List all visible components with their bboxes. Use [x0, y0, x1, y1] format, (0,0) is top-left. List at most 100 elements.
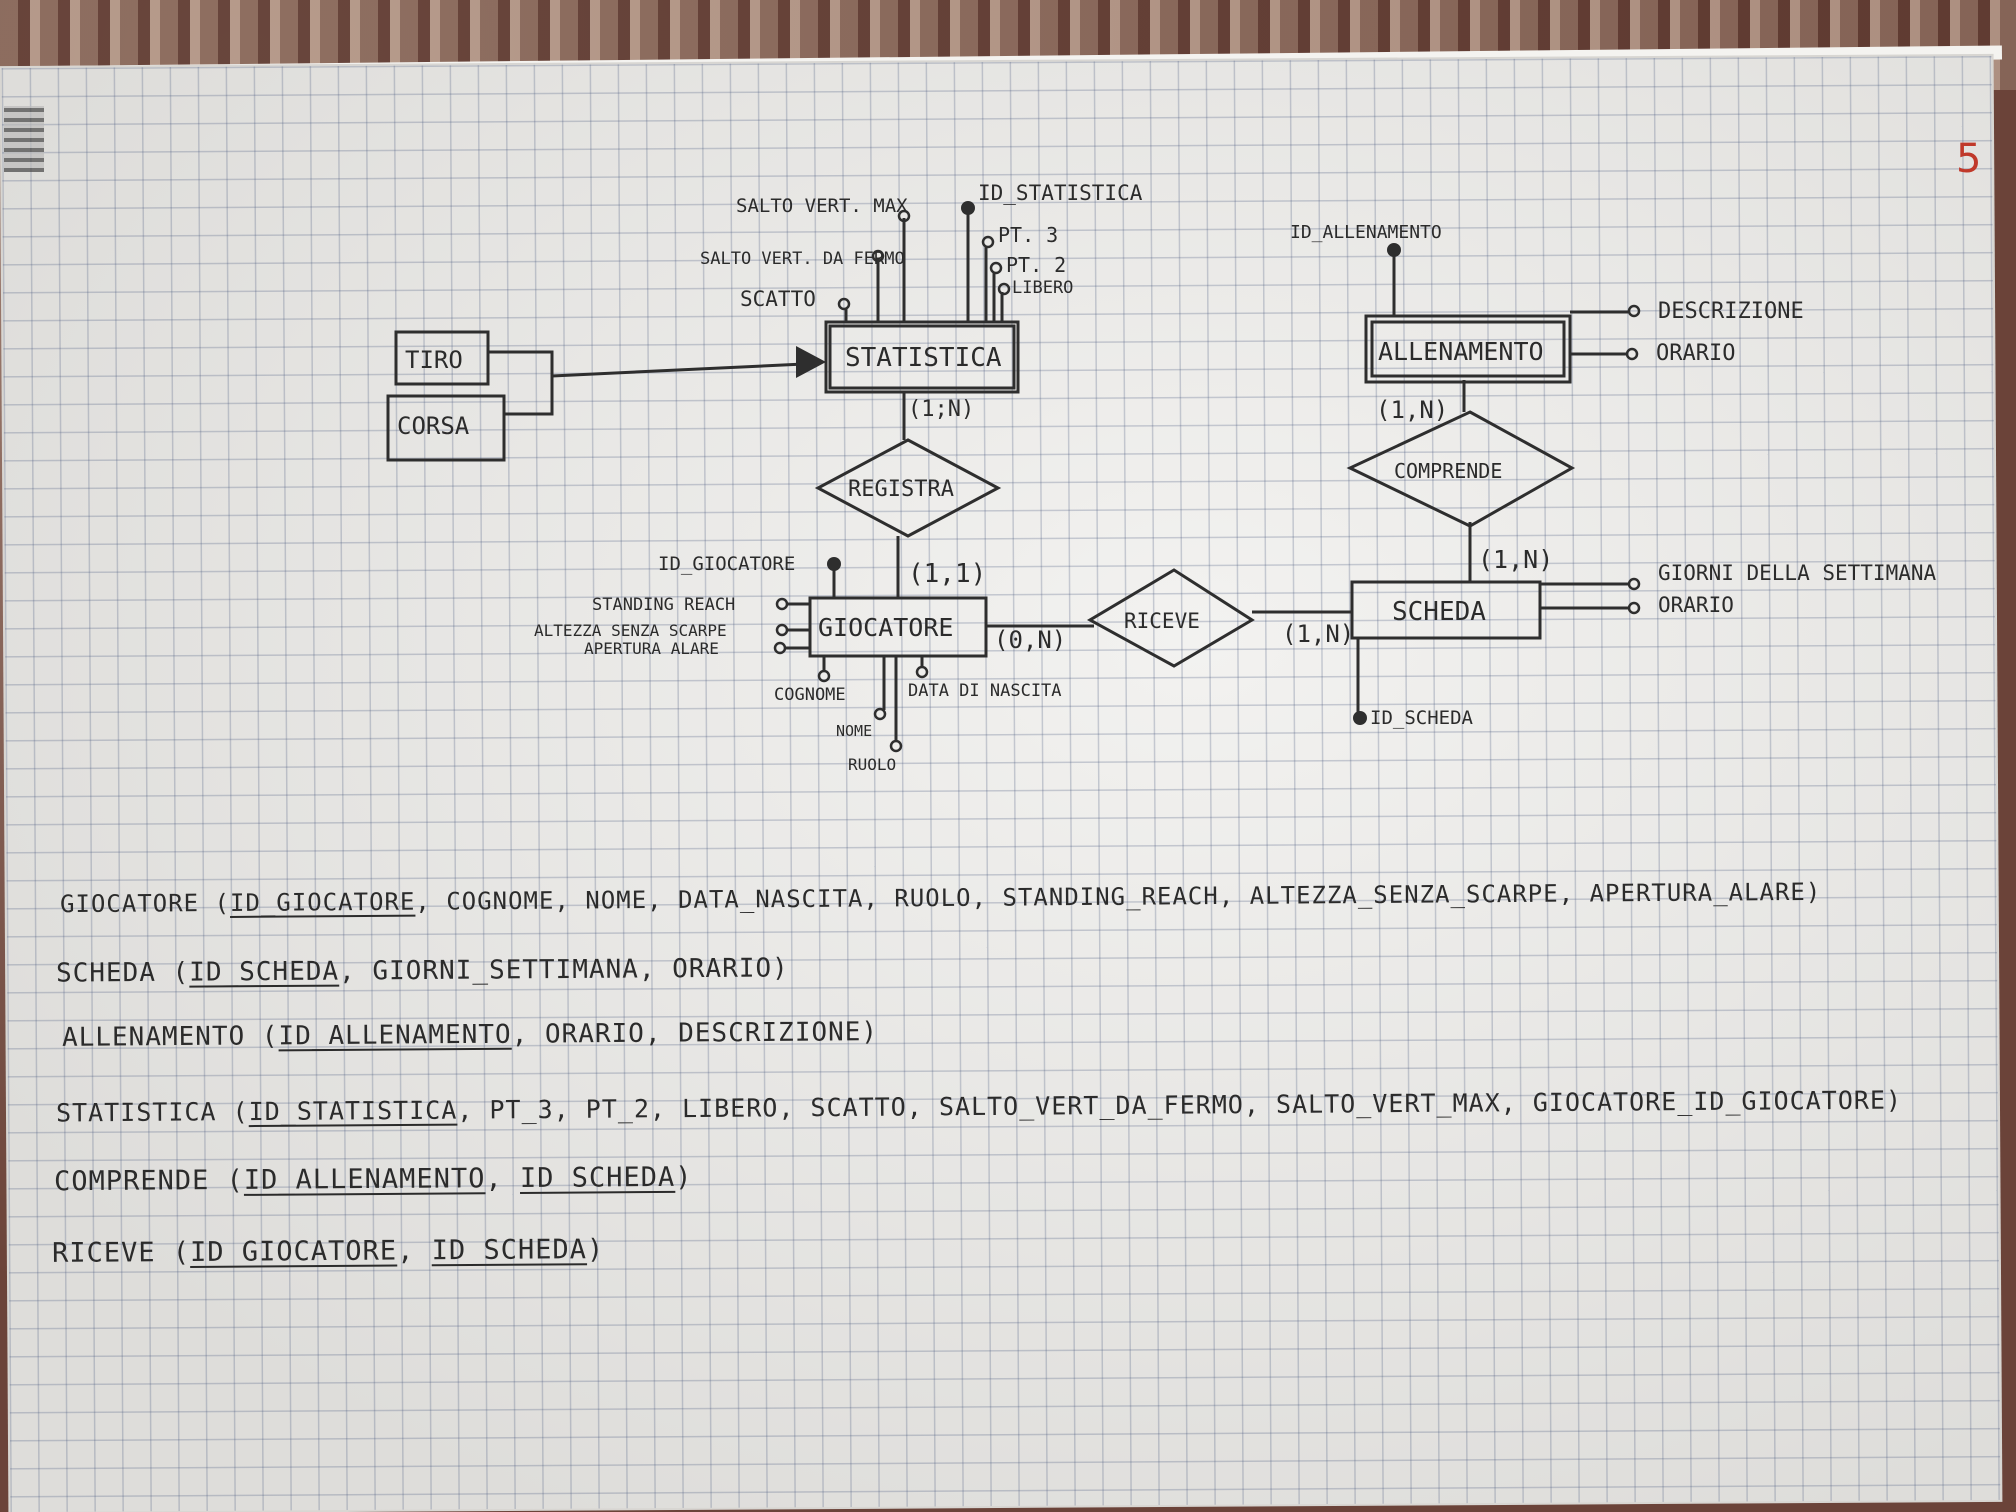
attr-nome: NOME	[836, 722, 872, 740]
schema-field: SALTO_VERT_MAX	[1275, 1088, 1501, 1119]
relationship-riceve	[1086, 568, 1255, 668]
schema-field: SCATTO	[810, 1092, 907, 1123]
entity-corsa-label: CORSA	[397, 412, 470, 440]
card-allenamento-comprende: (1,N)	[1376, 396, 1448, 424]
entity-tiro	[394, 330, 490, 386]
attr-data-di-nascita: DATA DI NASCITA	[908, 681, 1062, 701]
schema-primary-key: ID_GIOCATORE	[229, 887, 416, 917]
page-number: 5	[1956, 136, 1982, 182]
schema-field: PT_2	[585, 1094, 651, 1124]
attr-salto-vert-max: SALTO VERT. MAX	[736, 195, 908, 217]
entity-statistica	[824, 320, 1020, 394]
schema-field: PT_3	[489, 1094, 554, 1125]
relationship-comprende	[1346, 410, 1576, 528]
entity-scheda-label: SCHEDA	[1392, 597, 1486, 627]
schema-line-comprende: COMPRENDE (ID_ALLENAMENTO, ID_SCHEDA)	[53, 1161, 693, 1198]
attr-circle-nome	[873, 707, 887, 721]
attr-scatto: SCATTO	[740, 287, 816, 311]
attr-circle-altezza	[775, 623, 789, 637]
attr-key-id-allenamento	[1387, 243, 1401, 257]
relationship-comprende-label: COMPRENDE	[1394, 459, 1502, 483]
entity-statistica-label: STATISTICA	[845, 343, 1002, 373]
attr-circle-libero	[997, 282, 1011, 296]
binder-holes	[4, 106, 44, 172]
attr-circle-orario-scheda	[1627, 601, 1641, 615]
schema-line-riceve: RICEVE (ID_GIOCATORE, ID_SCHEDA)	[51, 1234, 605, 1269]
attr-libero: LIBERO	[1012, 278, 1073, 298]
attr-circle-cognome	[817, 669, 831, 683]
generalization-bracket	[488, 350, 554, 416]
entity-allenamento-label: ALLENAMENTO	[1378, 337, 1544, 366]
attr-cognome: COGNOME	[774, 685, 846, 705]
attr-pt3: PT. 3	[998, 223, 1058, 247]
attr-circle-salto-fermo	[871, 249, 885, 263]
schema-field: GIOCATORE_ID_GIOCATORE	[1532, 1085, 1887, 1118]
schema-field: DESCRIZIONE	[678, 1017, 862, 1049]
relationship-riceve-label: RICEVE	[1124, 609, 1200, 633]
attr-key-id-scheda	[1353, 711, 1367, 725]
schema-primary-key: ID_ALLENAMENTO	[243, 1163, 486, 1196]
card-scheda-comprende: (1,N)	[1478, 545, 1553, 574]
generalization-line	[551, 362, 805, 378]
schema-table-name: RICEVE	[51, 1237, 156, 1269]
attr-pt2: PT. 2	[1006, 253, 1066, 277]
schema-primary-key: ID_SCHEDA	[519, 1161, 676, 1194]
schema-primary-key: ID_GIOCATORE	[189, 1235, 398, 1268]
generalization-arrow	[796, 346, 826, 378]
card-giocatore-registra: (1,1)	[908, 559, 986, 589]
attr-key-id-statistica	[961, 201, 975, 215]
attr-id-giocatore: ID_GIOCATORE	[658, 553, 795, 575]
attr-circle-ruolo	[889, 739, 903, 753]
schema-field: DATA_NASCITA	[677, 884, 864, 914]
attr-circle-orario-allenamento	[1625, 347, 1639, 361]
attr-orario-allenamento: ORARIO	[1656, 341, 1735, 366]
attr-giorni-della-settimana: GIORNI DELLA SETTIMANA	[1658, 561, 1937, 585]
schema-field: LIBERO	[681, 1093, 779, 1124]
schema-line-allenamento: ALLENAMENTO (ID_ALLENAMENTO, ORARIO, DES…	[61, 1017, 879, 1053]
schema-primary-key: ID_SCHEDA	[431, 1234, 588, 1267]
schema-table-name: SCHEDA	[55, 957, 157, 989]
entity-allenamento	[1364, 314, 1572, 384]
attr-altezza-senza-scarpe: ALTEZZA SENZA SCARPE	[534, 621, 727, 640]
attr-id-allenamento: ID_ALLENAMENTO	[1290, 222, 1442, 243]
schema-primary-key: ID_SCHEDA	[189, 956, 340, 988]
schema-field: SALTO_VERT_DA_FERMO	[938, 1090, 1244, 1122]
attr-descrizione: DESCRIZIONE	[1658, 299, 1804, 324]
attr-circle-pt3	[981, 235, 995, 249]
schema-field: APERTURA_ALARE	[1589, 877, 1806, 908]
schema-field: ORARIO	[672, 953, 773, 985]
attr-salto-vert-da-fermo: SALTO VERT. DA FERMO	[700, 249, 905, 269]
schema-field: GIORNI_SETTIMANA	[372, 954, 639, 987]
schema-primary-key: ID_STATISTICA	[248, 1095, 458, 1127]
schema-field: ALTEZZA_SENZA_SCARPE	[1249, 879, 1559, 910]
relationship-registra	[814, 438, 1002, 538]
schema-primary-key: ID_ALLENAMENTO	[278, 1019, 512, 1052]
attr-orario-scheda: ORARIO	[1658, 593, 1734, 617]
card-scheda-riceve: (1,N)	[1282, 620, 1354, 648]
schema-table-name: ALLENAMENTO	[61, 1021, 246, 1053]
relationship-registra-label: REGISTRA	[848, 477, 954, 502]
attr-standing-reach: STANDING REACH	[592, 595, 735, 615]
attr-key-id-giocatore	[827, 557, 841, 571]
entity-giocatore-label: GIOCATORE	[818, 613, 953, 642]
card-giocatore-riceve: (0,N)	[994, 626, 1066, 654]
schema-field: RUOLO	[894, 883, 972, 913]
attr-circle-salto-max	[897, 209, 911, 223]
attr-id-statistica: ID_STATISTICA	[978, 181, 1143, 205]
entity-scheda	[1350, 580, 1542, 640]
schema-table-name: STATISTICA	[55, 1097, 217, 1128]
schema-field: NOME	[585, 886, 648, 915]
attr-id-scheda: ID_SCHEDA	[1370, 707, 1474, 729]
attr-circle-data-nascita	[915, 665, 929, 679]
attr-circle-giorni	[1627, 577, 1641, 591]
schema-field: COGNOME	[446, 886, 555, 916]
entity-corsa	[386, 394, 506, 462]
schema-table-name: GIOCATORE	[59, 889, 200, 919]
attr-apertura-alare: APERTURA ALARE	[584, 639, 719, 658]
schema-field: STANDING_REACH	[1002, 882, 1219, 912]
entity-tiro-label: TIRO	[405, 346, 463, 374]
attr-circle-apertura	[773, 641, 787, 655]
schema-line-scheda: SCHEDA (ID_SCHEDA, GIORNI_SETTIMANA, ORA…	[55, 953, 789, 989]
card-statistica-registra: (1;N)	[908, 397, 974, 422]
